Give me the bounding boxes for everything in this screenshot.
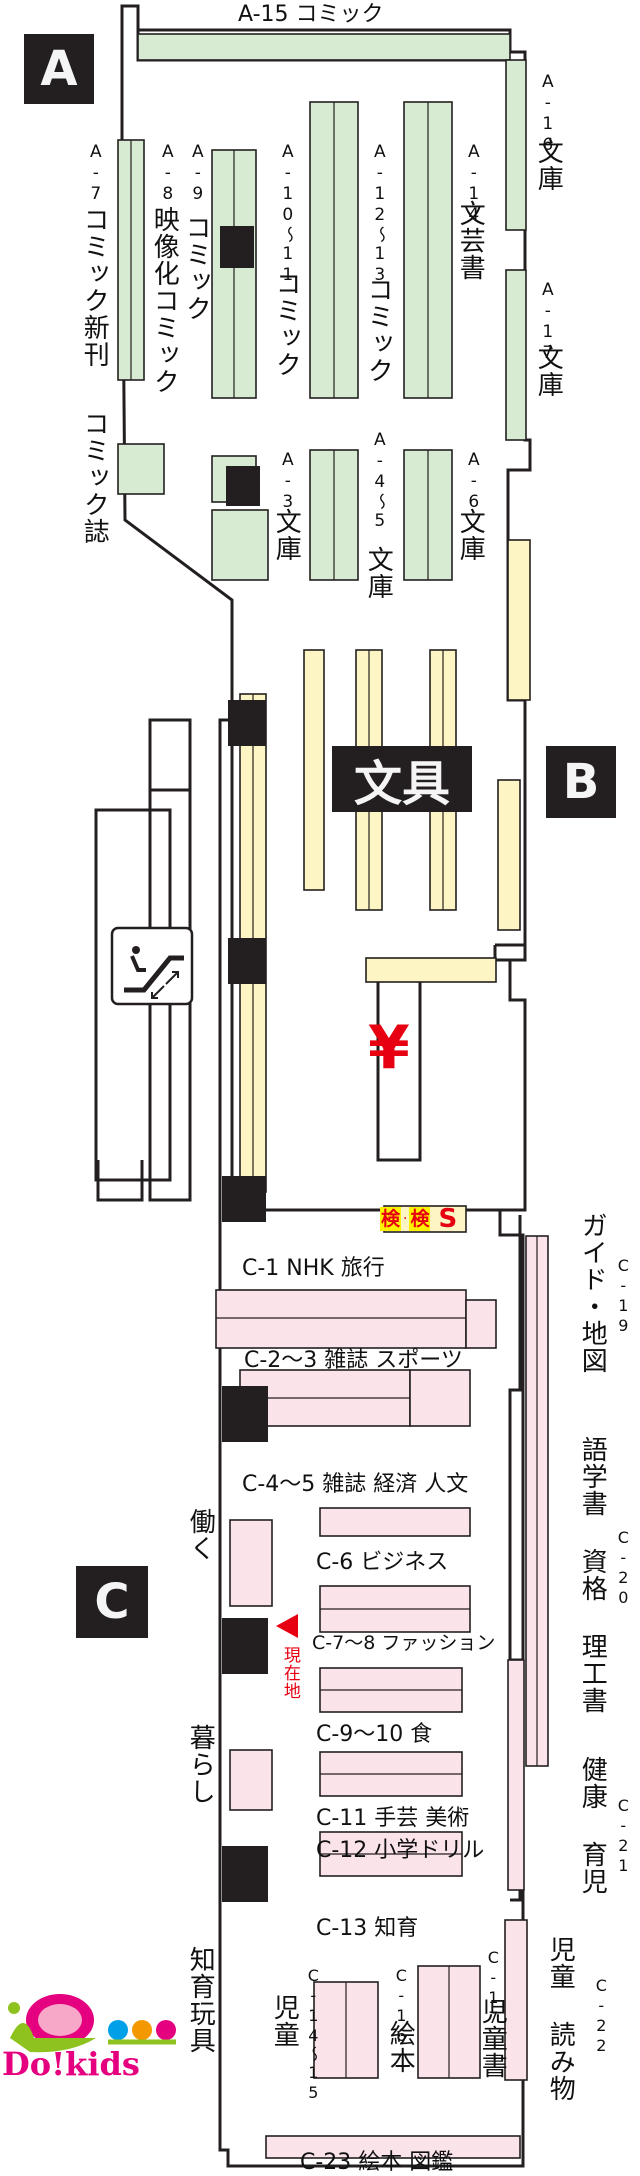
label-a16-code: A-16 bbox=[537, 72, 558, 156]
dokids-logo: Do!kids bbox=[0, 1968, 180, 2083]
label-a6-code: A-6 bbox=[463, 450, 484, 513]
label-a8-code: A-8 bbox=[157, 142, 178, 205]
logo-snails-icon bbox=[8, 1994, 176, 2053]
label-a7-name: コミック新刊 bbox=[79, 206, 110, 368]
label-c910: C-9〜10 食 bbox=[316, 1722, 433, 1747]
label-c22-code: C-22 bbox=[591, 1976, 611, 2056]
search-terminal-left: 検 bbox=[380, 1207, 402, 1231]
label-c14-code: C-14〜15 bbox=[303, 1966, 323, 2103]
label-a9-name: コミック bbox=[181, 214, 212, 322]
search-terminal: 検 · 検 S bbox=[380, 1206, 470, 1232]
label-a16-name: 文庫 bbox=[533, 138, 564, 192]
section-b-badge: B bbox=[546, 746, 616, 818]
label-c16-code: C-16 bbox=[391, 1966, 411, 2046]
label-comic-mag: コミック誌 bbox=[79, 410, 110, 545]
label-a9-code: A-9 bbox=[187, 142, 208, 205]
currency-icon: ¥ bbox=[368, 1013, 410, 1083]
search-terminal-s: S bbox=[438, 1204, 458, 1234]
logo-text: Do!kids bbox=[2, 2045, 140, 2083]
label-c78: C-7〜8 ファッション bbox=[312, 1632, 496, 1654]
label-a12-name: コミック bbox=[363, 276, 394, 384]
section-c-badge: C bbox=[76, 1566, 148, 1638]
label-c1: C-1 NHK 旅行 bbox=[242, 1256, 385, 1281]
label-c21-name: 健康 育児 bbox=[577, 1756, 608, 1895]
label-c23-bottom: C-23 絵本 図鑑 bbox=[300, 2150, 454, 2175]
label-c14-name: 児童 bbox=[269, 1994, 300, 2048]
label-c21-code: C-21 bbox=[613, 1796, 633, 1876]
label-a17-name: 文庫 bbox=[533, 344, 564, 398]
label-a45-code: A-4〜5 bbox=[369, 430, 390, 532]
label-c20-code: C-20 bbox=[613, 1528, 633, 1608]
label-a10-name: コミック bbox=[271, 270, 302, 378]
search-terminal-right: 検 bbox=[409, 1207, 431, 1231]
label-a15: A-15 コミック bbox=[238, 2, 384, 27]
label-a8-name: 映像化コミック bbox=[149, 206, 180, 395]
b-shelf-dividers bbox=[252, 650, 444, 1192]
label-a45-name: 文庫 bbox=[363, 546, 394, 600]
label-c17-name: 児童書 bbox=[477, 1998, 508, 2079]
label-chiiku: 知育玩具 bbox=[185, 1946, 216, 2054]
label-c13: C-13 知育 bbox=[316, 1916, 419, 1941]
c-shelf-dividers bbox=[216, 1236, 538, 2078]
label-c6: C-6 ビジネス bbox=[316, 1550, 449, 1575]
label-c19-code: C-19 bbox=[613, 1256, 633, 1336]
current-location-label: 現在地 bbox=[279, 1646, 300, 1700]
search-terminal-dot: · bbox=[403, 1211, 408, 1227]
stationery-badge: 文具 bbox=[332, 746, 472, 812]
label-kurashi: 暮らし bbox=[185, 1724, 216, 1805]
label-c17-code: C-17 bbox=[483, 1948, 503, 2028]
label-c11: C-11 手芸 美術 bbox=[316, 1806, 470, 1831]
label-c45: C-4〜5 雑誌 経済 人文 bbox=[242, 1472, 469, 1497]
current-location-marker bbox=[276, 1614, 298, 1638]
b-shelves bbox=[239, 539, 531, 1233]
section-a-badge: A bbox=[24, 34, 94, 104]
label-c22-name: 児童 読み物 bbox=[545, 1936, 576, 2102]
c-black-posts bbox=[222, 1386, 268, 1902]
label-a10-code: A-10〜11 bbox=[277, 142, 298, 286]
label-a7-code: A-7 bbox=[85, 142, 106, 205]
label-c19-name: ガイド・地図 bbox=[577, 1212, 608, 1374]
a-black-posts bbox=[220, 226, 260, 506]
label-hataraku: 働く bbox=[185, 1508, 216, 1562]
label-a3-code: A-3 bbox=[277, 450, 298, 513]
a-shelf-dividers bbox=[130, 102, 429, 580]
label-a14-code: A-14 bbox=[463, 142, 484, 226]
label-a12-code: A-12〜13 bbox=[369, 142, 390, 286]
label-c12: C-12 小学ドリル bbox=[316, 1838, 485, 1863]
label-c16-name: 絵本 bbox=[385, 2020, 416, 2074]
label-a17-code: A-17 bbox=[537, 280, 558, 364]
label-a3-name: 文庫 bbox=[271, 508, 302, 562]
label-c23: C-2〜3 雑誌 スポーツ bbox=[244, 1348, 463, 1373]
label-c20-name: 語学書 資格 理工書 bbox=[577, 1436, 608, 1714]
escalator-sign bbox=[110, 926, 194, 1006]
label-a14-name: 文芸書 bbox=[455, 200, 486, 281]
label-a6-name: 文庫 bbox=[455, 508, 486, 562]
b-black-posts bbox=[222, 700, 266, 1222]
